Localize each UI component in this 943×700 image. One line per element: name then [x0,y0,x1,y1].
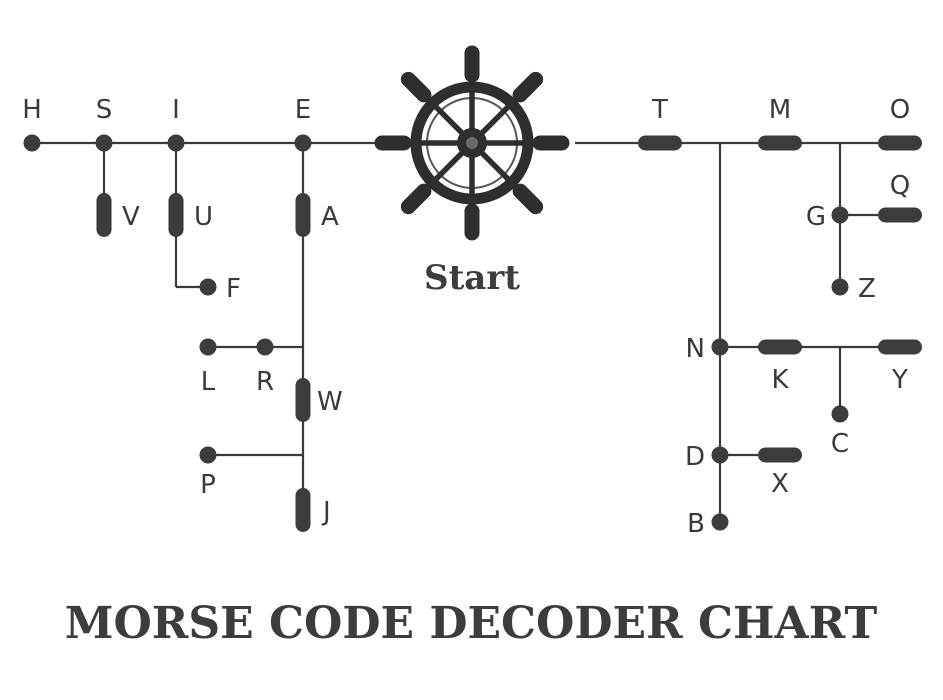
letter-t: T [651,95,668,125]
letter-f: F [226,274,241,304]
letter-n: N [686,334,705,364]
letter-g: G [806,202,826,232]
dot-c [831,405,849,423]
start-label: Start [424,258,520,298]
dash-v [96,193,112,237]
letter-x: X [771,469,789,499]
letter-p: P [200,470,216,500]
dot-p [199,446,217,464]
wheel-handle-7 [512,71,544,103]
letter-m: M [769,95,791,125]
letter-u: U [194,202,213,232]
wheel-rim [410,81,534,205]
letter-w: W [317,387,343,417]
letter-r: R [256,367,274,397]
wheel-handle-5 [400,71,432,103]
dash-q [878,207,922,223]
dot-s [95,134,113,152]
letter-c: C [831,429,849,459]
letter-a: A [321,202,339,232]
wheel-handle-3 [400,183,432,215]
dot-i [167,134,185,152]
letter-l: L [201,367,216,397]
letter-j: J [321,497,331,527]
dash-y [878,339,922,355]
letter-e: E [295,95,311,125]
letter-v: V [122,202,140,232]
wheel-hub-center [466,137,478,149]
dot-r [256,338,274,356]
letter-b: B [687,509,705,539]
ship-wheel-icon [374,45,570,241]
dot-e [294,134,312,152]
letter-q: Q [890,171,910,201]
dash-t [638,135,682,151]
letter-k: K [771,365,789,395]
letter-i: I [172,95,180,125]
dot-n [711,338,729,356]
dash-k [758,339,802,355]
dot-h [23,134,41,152]
letter-z: Z [858,274,876,304]
letter-h: H [22,95,42,125]
dot-z [831,278,849,296]
dash-a [295,193,311,237]
dash-m [758,135,802,151]
dash-u [168,193,184,237]
chart-title: MORSE CODE DECODER CHART [65,598,878,649]
letter-y: Y [891,365,908,395]
dash-w [295,378,311,422]
wheel-handle-1 [512,183,544,215]
letter-o: O [890,95,910,125]
letter-s: S [96,95,113,125]
letter-d: D [685,442,705,472]
dot-l [199,338,217,356]
dash-x [758,447,802,463]
dot-d [711,446,729,464]
dot-f [199,278,217,296]
dot-g [831,206,849,224]
letter-labels: E I S H V U F A R L W P J T M O G Q Z N K Y C D X B [22,95,910,539]
code-symbols [23,134,922,532]
dash-o [878,135,922,151]
dash-j [295,488,311,532]
dot-b [711,513,729,531]
